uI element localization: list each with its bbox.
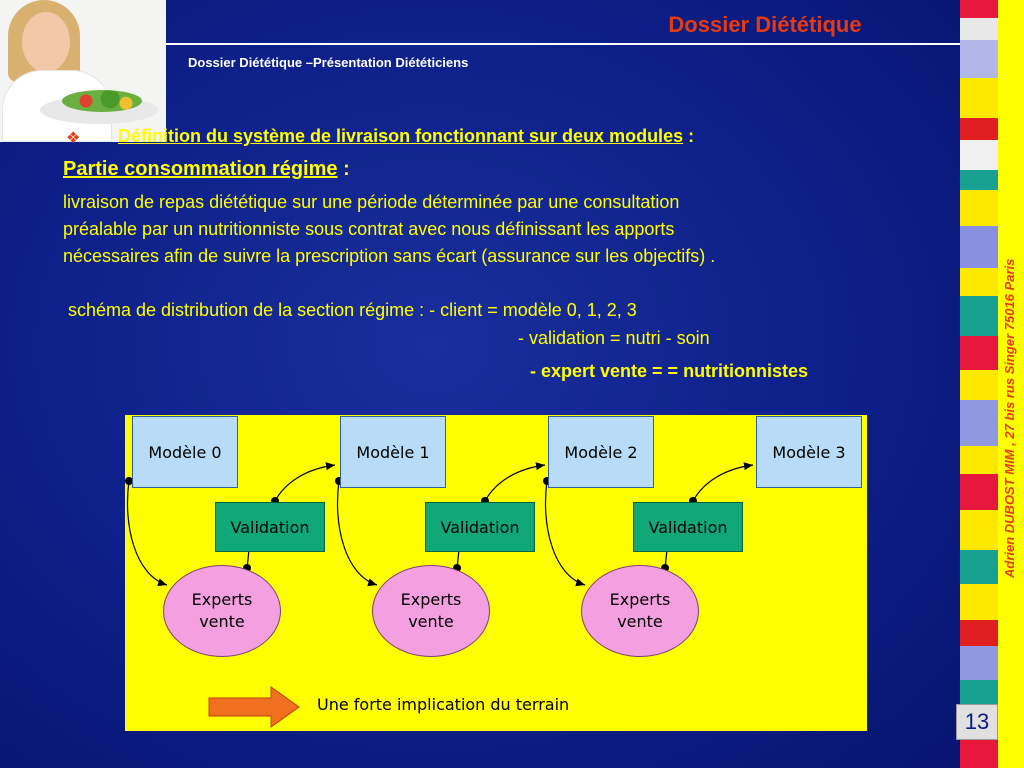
validation-box-3: Validation <box>633 502 743 552</box>
definition-heading-text: Définition du système de livraison fonct… <box>118 126 684 146</box>
striped-ribbon <box>960 0 998 768</box>
paragraph-line-3: nécessaires afin de suivre la prescripti… <box>63 246 716 266</box>
diamond-bullet-icon: ❖ <box>66 128 81 147</box>
validation-box-2: Validation <box>425 502 535 552</box>
connector-model0-to-experts1 <box>126 480 168 587</box>
connector-validation3-to-model3 <box>692 462 754 502</box>
paragraph-line-1: livraison de repas diététique sur une pé… <box>63 192 680 212</box>
section-heading-text: Partie consommation régime <box>63 158 338 180</box>
experts-vente-label: Experts vente <box>192 589 253 633</box>
section-heading: Partie consommation régime : <box>63 158 350 181</box>
definition-heading-colon: : <box>683 126 695 146</box>
experts-vente-ellipse-2: Experts vente <box>372 565 490 657</box>
experts-vente-ellipse-1: Experts vente <box>163 565 281 657</box>
orange-arrow-icon <box>208 686 300 728</box>
experts-label-line1: Experts <box>609 590 671 609</box>
diagram-caption: Une forte implication du terrain <box>317 695 570 714</box>
slide-subtitle: Dossier Diététique –Présentation Diététi… <box>188 55 469 70</box>
experts-label-line2: vente <box>199 612 245 631</box>
page-number: 13 <box>956 704 998 740</box>
definition-heading: Définition du système de livraison fonct… <box>118 126 694 147</box>
distribution-diagram: Modèle 0 Modèle 1 Modèle 2 Modèle 3 Vali… <box>125 415 867 731</box>
experts-vente-label: Experts vente <box>610 589 671 633</box>
experts-label-line1: Experts <box>191 590 253 609</box>
slide-title: Dossier Diététique <box>668 12 862 37</box>
experts-label-line2: vente <box>617 612 663 631</box>
connector-validation2-to-model2 <box>484 462 546 502</box>
schema-line-3: - expert vente = = nutritionnistes <box>530 361 809 381</box>
validation-box-1: Validation <box>215 502 325 552</box>
schema-line-2: - validation = nutri - soin <box>518 328 710 348</box>
model-0-box: Modèle 0 <box>132 416 238 488</box>
model-1-box: Modèle 1 <box>340 416 446 488</box>
connector-model1-to-experts2 <box>336 480 378 587</box>
model-2-box: Modèle 2 <box>548 416 654 488</box>
experts-label-line1: Experts <box>400 590 462 609</box>
experts-label-line2: vente <box>408 612 454 631</box>
woman-eating-salad-photo <box>0 0 166 142</box>
diagram-connectors <box>125 462 754 728</box>
author-address-vertical: Adrien DUBOST MIM , 27 bis rus Singer 75… <box>1002 258 1017 578</box>
connector-dot <box>125 477 133 485</box>
schema-line-1: schéma de distribution de la section rég… <box>68 300 637 320</box>
paragraph-line-2: préalable par un nutritionniste sous con… <box>63 219 675 239</box>
decorative-sidebar <box>960 0 1024 768</box>
connector-validation1-to-model1 <box>274 462 336 502</box>
title-divider <box>166 43 960 45</box>
model-3-box: Modèle 3 <box>756 416 862 488</box>
experts-vente-label: Experts vente <box>401 589 462 633</box>
section-heading-colon: : <box>337 158 350 180</box>
connector-model2-to-experts3 <box>544 480 586 587</box>
experts-vente-ellipse-3: Experts vente <box>581 565 699 657</box>
